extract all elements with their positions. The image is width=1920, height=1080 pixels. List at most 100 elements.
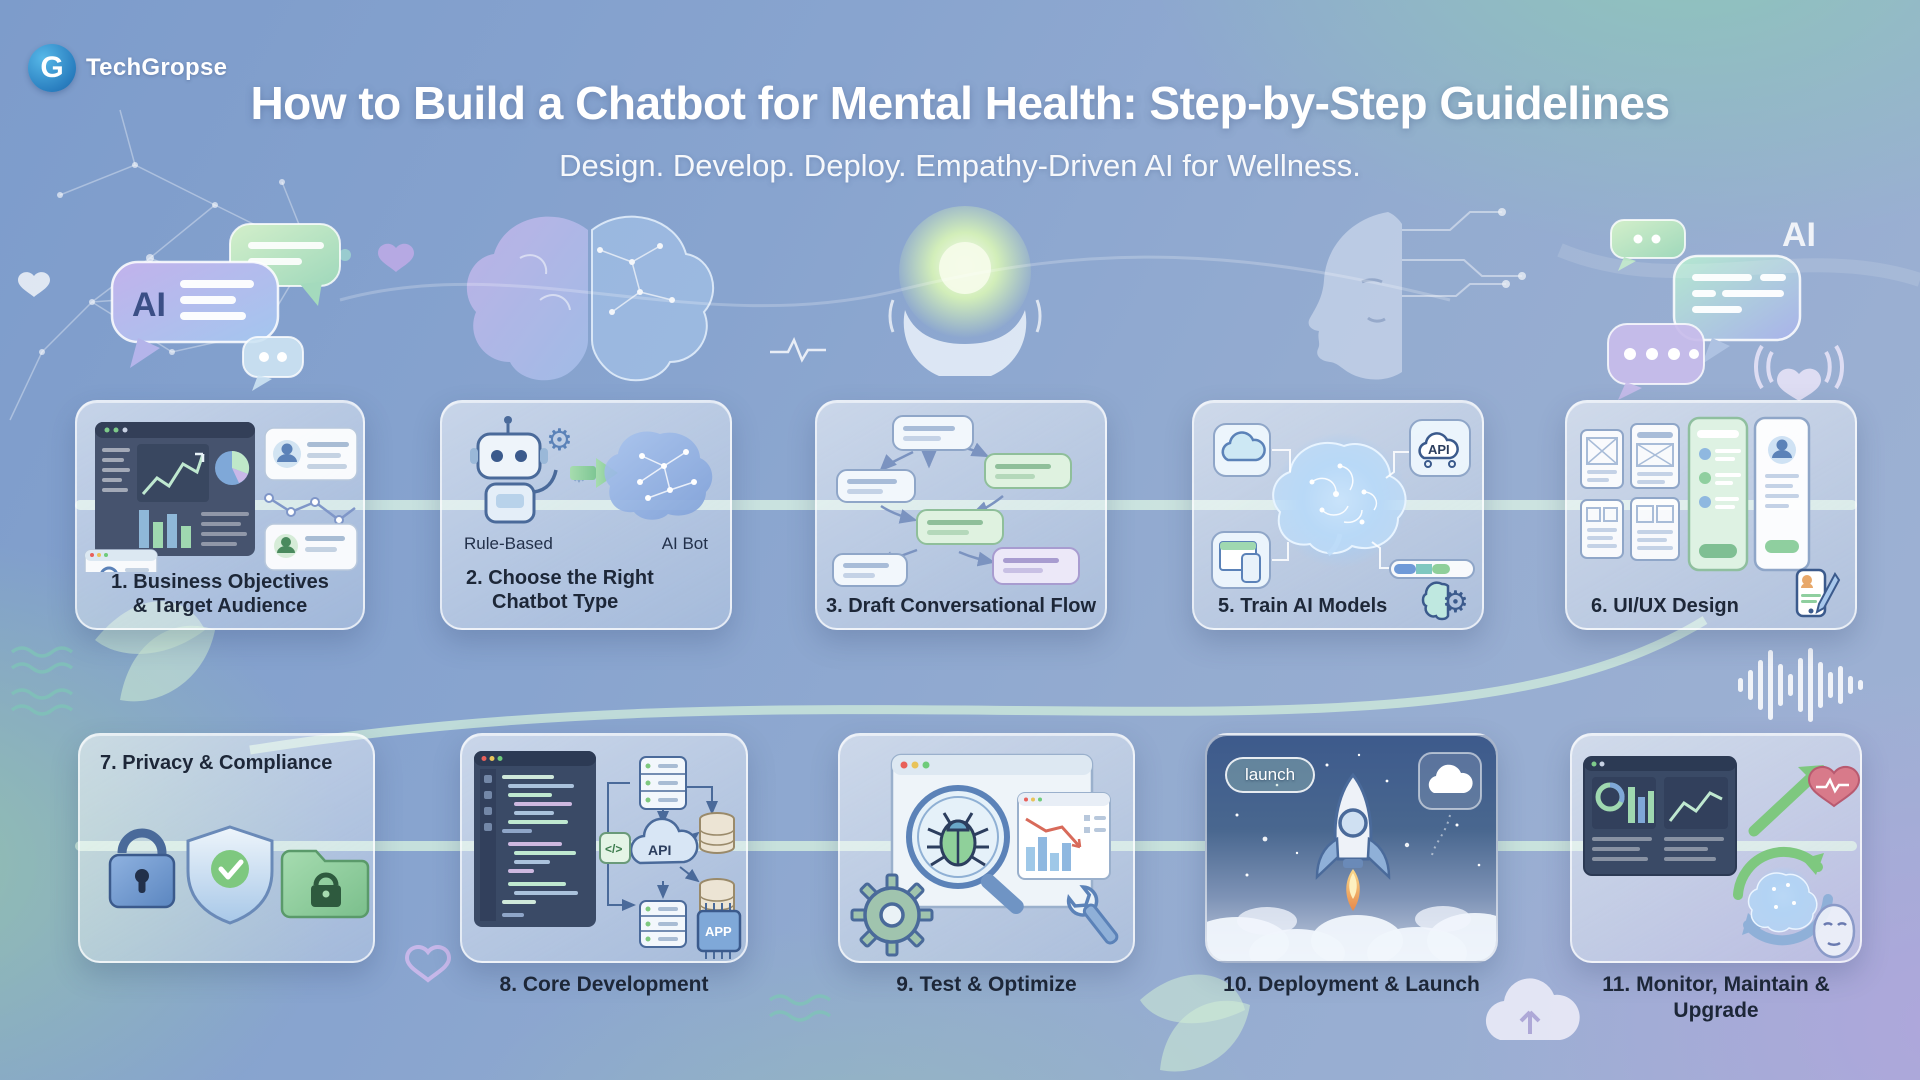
heart-signal-icon — [1754, 344, 1844, 401]
step-label: 11. Monitor, Maintain & Upgrade — [1602, 973, 1830, 1022]
ai-brain-icon — [604, 431, 713, 520]
monitor-dashboard-icon — [1583, 756, 1737, 876]
ai-label-left: AI — [132, 286, 166, 324]
app-chip-icon: APP — [696, 903, 742, 959]
analytics-dashboard-icon — [84, 422, 358, 572]
chat-node — [984, 453, 1072, 489]
chat-bubble-ai-icon — [110, 260, 280, 368]
chatbot-type-options: Rule-Based AI Bot — [464, 534, 708, 554]
profile-card-icon — [264, 427, 358, 481]
chat-node — [832, 553, 908, 587]
wireframe-thumb — [1630, 497, 1680, 561]
step-label: 7. Privacy & Compliance — [100, 752, 333, 774]
step-label: 5. Train AI Models — [1218, 595, 1388, 617]
train-models-icon: API — [1211, 419, 1475, 589]
phone-mockup-chat — [1687, 416, 1749, 572]
heart-icon — [404, 945, 452, 983]
code-editor-icon — [474, 751, 596, 927]
profile-card-icon — [264, 523, 358, 571]
server-icon — [639, 900, 687, 948]
launch-badge: launch — [1225, 757, 1315, 793]
glowing-brain-icon — [1272, 441, 1407, 557]
step-card-7: 7. Privacy & Compliance — [78, 733, 375, 963]
chat-bubble-dots-icon — [242, 336, 304, 391]
brand-logo: G TechGropse — [28, 44, 227, 92]
step-card-1: 1. Business Objectives & Target Audience — [75, 400, 365, 630]
option-rule-based: Rule-Based — [464, 534, 553, 553]
wireframe-thumb — [1580, 429, 1624, 489]
calm-face-icon — [1812, 903, 1856, 959]
wrench-icon — [1066, 885, 1119, 945]
code-badge: </> — [605, 842, 622, 856]
cloud-tile-icon — [1213, 423, 1271, 477]
audio-waveform-icon — [1738, 648, 1863, 722]
step-card-5: API 5. Train AI Models ⚙ — [1192, 400, 1484, 630]
squiggle-icon — [10, 646, 74, 716]
monitoring-icon — [1583, 756, 1860, 959]
wave-line — [339, 255, 1451, 308]
cloud-tile-icon — [1418, 752, 1482, 810]
gear-icon — [850, 873, 934, 957]
api-badge: API — [1428, 442, 1450, 457]
server-icon — [639, 756, 687, 810]
wave-ribbon — [1557, 243, 1920, 287]
chat-node — [916, 509, 1004, 545]
rocket-icon — [1315, 772, 1391, 911]
app-window-tile-icon — [1211, 531, 1271, 589]
option-ai-bot: AI Bot — [661, 534, 708, 553]
gear-icon: ⚙ — [546, 424, 573, 457]
phone-mockup-profile — [1753, 416, 1811, 572]
step-card-10: launch — [1205, 733, 1498, 963]
squiggle-icon — [768, 994, 832, 1022]
training-progress-bar — [1389, 559, 1475, 579]
phone-pencil-icon — [1795, 568, 1841, 618]
step-label: 2. Choose the Right Chatbot Type — [466, 567, 654, 614]
step-label: 10. Deployment & Launch — [1223, 973, 1480, 996]
shield-check-icon — [186, 825, 274, 925]
brand-logo-icon: G — [28, 44, 76, 92]
step-label: 9. Test & Optimize — [896, 973, 1077, 996]
step-label: 3. Draft Conversational Flow — [825, 595, 1097, 617]
chat-bubble-large-icon — [1672, 254, 1802, 364]
wireframe-thumb — [1630, 423, 1680, 489]
magnifier-bug-icon — [906, 785, 1024, 915]
pulse-line-icon — [770, 336, 826, 363]
ai-face-profile-icon — [1308, 208, 1526, 380]
page-title: How to Build a Chatbot for Mental Health… — [250, 77, 1670, 129]
step-card-11 — [1570, 733, 1862, 963]
clouds — [1207, 906, 1496, 961]
step-card-9 — [838, 733, 1135, 963]
api-cloud-icon: API — [629, 817, 699, 865]
chat-bubble-small-icon — [1610, 219, 1686, 271]
stars — [1235, 753, 1481, 877]
wireframes-icon — [1580, 416, 1811, 572]
app-badge: APP — [705, 924, 732, 939]
heart-icon — [18, 272, 50, 297]
ai-label-right: AI — [1782, 216, 1816, 254]
brand-name: TechGropse — [86, 54, 228, 81]
step-label: 1. Business Objectives & Target Audience — [111, 571, 329, 618]
browser-search-icon — [84, 549, 158, 572]
padlock-icon — [108, 828, 176, 909]
heart-icon — [378, 243, 414, 272]
testing-icon — [850, 753, 1119, 957]
chat-bubble-typing-icon — [1607, 323, 1705, 400]
chat-node — [992, 547, 1080, 585]
hands-orb-icon — [888, 206, 1042, 376]
step-card-8: API </> — [460, 733, 748, 963]
api-badge: API — [648, 842, 671, 858]
step-label: 8. Core Development — [499, 973, 709, 996]
brain-icon — [466, 215, 714, 382]
step-card-3: 3. Draft Conversational Flow — [815, 400, 1107, 630]
teal-dot — [339, 249, 351, 261]
api-tile-icon: API — [1409, 419, 1471, 477]
folder-lock-icon — [280, 849, 370, 919]
launch-scene — [1207, 752, 1496, 961]
cloud-upload-icon — [1485, 978, 1580, 1040]
privacy-icons — [108, 825, 370, 925]
page-subtitle: Design. Develop. Deploy. Empathy-Driven … — [559, 148, 1361, 183]
heart-icon — [1807, 765, 1860, 808]
bug-icon — [927, 812, 989, 867]
